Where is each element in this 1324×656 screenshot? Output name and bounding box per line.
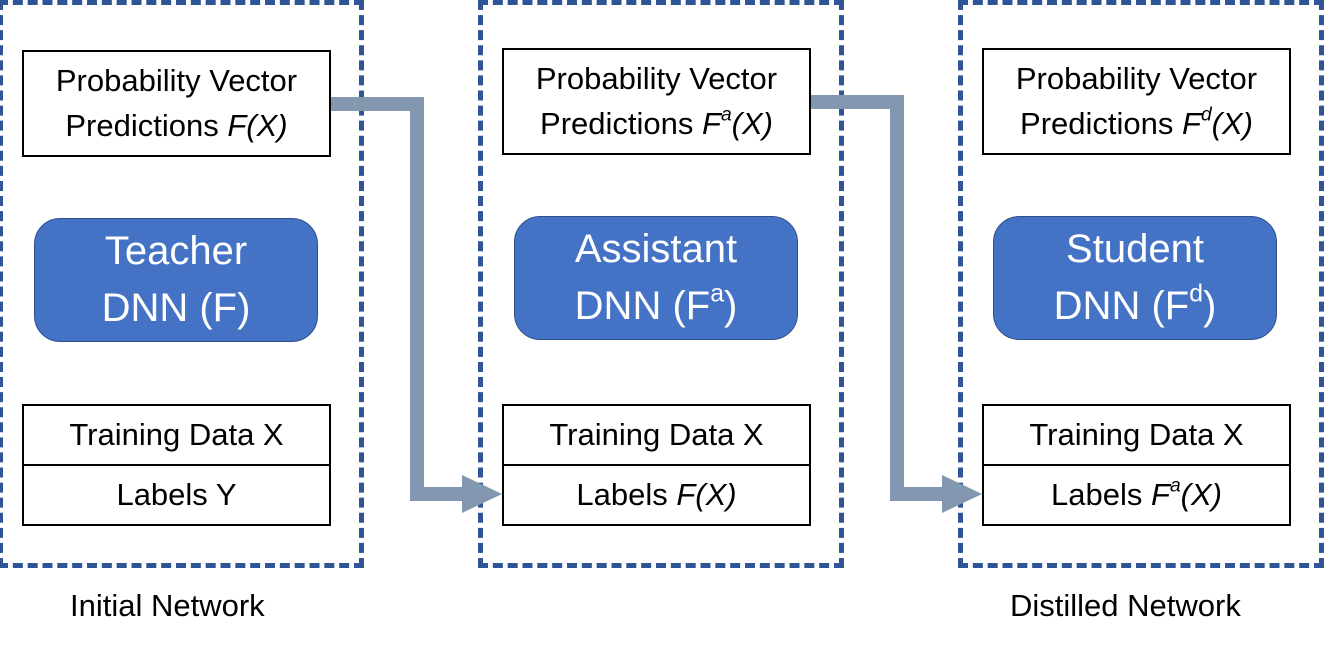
teacher-model-name: Teacher: [104, 229, 248, 274]
student-training-data-label: Training Data X: [1029, 416, 1244, 452]
student-model-type: DNN (Fd): [1053, 280, 1217, 328]
assistant-training-data-box: Training Data X: [502, 404, 811, 466]
student-training-data-box: Training Data X: [982, 404, 1291, 466]
student-model-box: Student DNN (Fd): [993, 216, 1277, 340]
assistant-labels-box: Labels F(X): [502, 464, 811, 526]
assistant-model-type: DNN (Fa): [574, 280, 738, 328]
student-model-name: Student: [1066, 227, 1204, 272]
student-labels-label: Labels Fa(X): [1051, 475, 1222, 512]
teacher-model-box: Teacher DNN (F): [34, 218, 318, 342]
assistant-prediction-line2: Predictions Fa(X): [540, 104, 773, 141]
teacher-prediction-line1: Probability Vector: [55, 62, 298, 98]
assistant-prediction-line1: Probability Vector: [535, 60, 778, 96]
teacher-labels-label: Labels Y: [116, 476, 237, 512]
student-prediction-box: Probability Vector Predictions Fd(X): [982, 48, 1291, 155]
student-prediction-line1: Probability Vector: [1015, 60, 1258, 96]
assistant-model-name: Assistant: [574, 227, 738, 272]
student-prediction-line2: Predictions Fd(X): [1020, 104, 1253, 141]
assistant-training-data-label: Training Data X: [549, 416, 764, 452]
teacher-training-data-label: Training Data X: [69, 416, 284, 452]
assistant-labels-label: Labels F(X): [576, 476, 737, 512]
teacher-prediction-box: Probability Vector Predictions F(X): [22, 50, 331, 157]
distilled-network-caption: Distilled Network: [1010, 588, 1241, 623]
panel-distilled-network: [958, 0, 1324, 568]
teacher-labels-box: Labels Y: [22, 464, 331, 526]
student-labels-box: Labels Fa(X): [982, 464, 1291, 526]
teacher-training-data-box: Training Data X: [22, 404, 331, 466]
teacher-model-type: DNN (F): [101, 286, 251, 330]
assistant-prediction-box: Probability Vector Predictions Fa(X): [502, 48, 811, 155]
teacher-prediction-line2: Predictions F(X): [65, 107, 288, 143]
assistant-model-box: Assistant DNN (Fa): [514, 216, 798, 340]
initial-network-caption: Initial Network: [70, 588, 265, 623]
